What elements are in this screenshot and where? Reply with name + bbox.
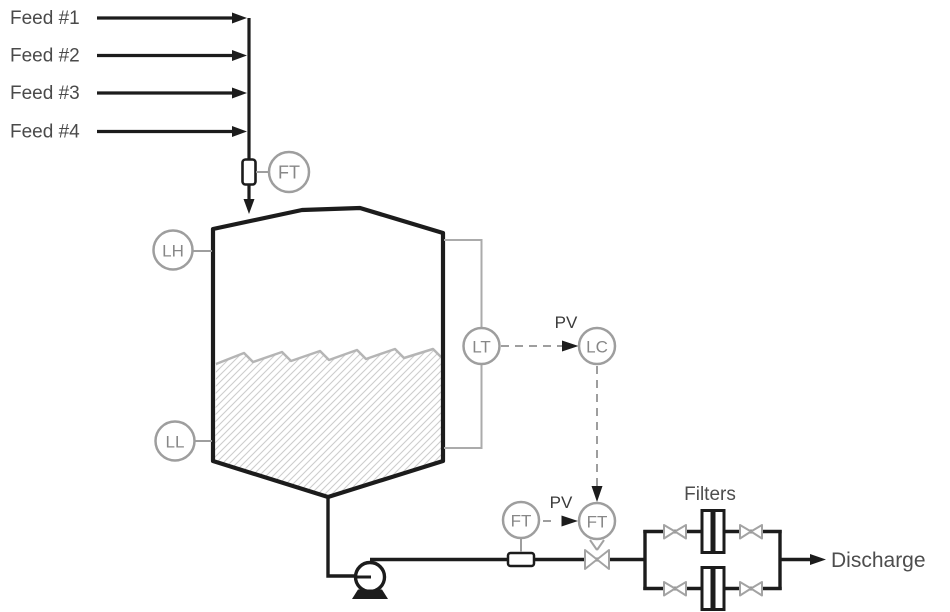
valve-pv-label: PV [550,493,573,512]
lt-tag: LT [472,338,491,357]
valve-bottom-right-icon [739,581,763,597]
tank-outlet-pipe [326,496,356,578]
feed-ft-tag: FT [278,163,300,183]
lc-pv-label: PV [555,313,578,332]
feed-1-label: Feed #1 [10,8,80,29]
pump-base-icon [352,589,388,599]
tank-outline [210,205,446,500]
feed-flow-element-icon [241,158,257,186]
valve-pv-arrow-icon [561,515,578,527]
valve-stem-icon [589,539,605,551]
lt-circle-icon [462,326,501,366]
lt-lc-arrow-icon [562,340,579,352]
pump-icon [352,560,388,599]
lt-bubble: LT [462,326,501,366]
feed-1-arrow-icon [232,12,247,24]
feed-3-label: Feed #3 [10,83,80,104]
lc-bubble: LC [577,326,617,366]
isolation-valves [663,524,763,597]
valve-top-left-icon [663,524,687,540]
filter-top-left-plate-icon [700,509,714,554]
pump-ft-bubble: FT [501,500,541,540]
feed-2-arrow-icon [232,50,247,61]
valve-top-right-icon [739,524,763,540]
feed-3-arrow-icon [232,87,247,99]
feed-2-label: Feed #2 [10,46,80,67]
discharge-label: Discharge [831,549,926,572]
feed-4-arrow-icon [232,126,247,137]
filter-bottom-right-plate-icon [712,566,726,611]
lh-bubble: LH [152,229,194,271]
lh-circle-icon [152,229,194,271]
flow-control-valve: FT [577,501,617,570]
discharge-arrow-icon [810,554,826,565]
tank-inlet-arrow-icon [243,199,255,214]
discharge-flow-element-icon [506,551,536,568]
control-valve-body-icon [584,549,610,570]
valve-ft-tag: FT [587,513,608,532]
tank-liquid-hatch [215,349,441,496]
filters-label: Filters [684,484,736,505]
lc-valve-arrow-icon [591,486,603,502]
ll-bubble: LL [154,420,196,462]
filter-bottom-left-plate-icon [700,566,714,611]
feed-lines [97,16,234,134]
valve-ft-circle-icon [577,501,617,541]
lh-tag: LH [162,242,184,261]
lc-tag: LC [586,338,608,357]
feed-arrow-icons [232,12,247,137]
pump-ft-circle-icon [501,500,541,540]
feed-ft-circle-icon [267,150,311,194]
ll-tag: LL [166,433,185,452]
lc-circle-icon [577,326,617,366]
ll-circle-icon [154,420,196,462]
filter-manifold-pipes [643,529,812,591]
tank-level-line [215,347,442,366]
pump-ft-tag: FT [511,512,532,531]
feed-4-label: Feed #4 [10,122,80,143]
filter-top-right-plate-icon [712,509,726,554]
valve-bottom-left-icon [663,581,687,597]
feed-ft-bubble: FT [267,150,311,194]
filters [700,509,726,611]
